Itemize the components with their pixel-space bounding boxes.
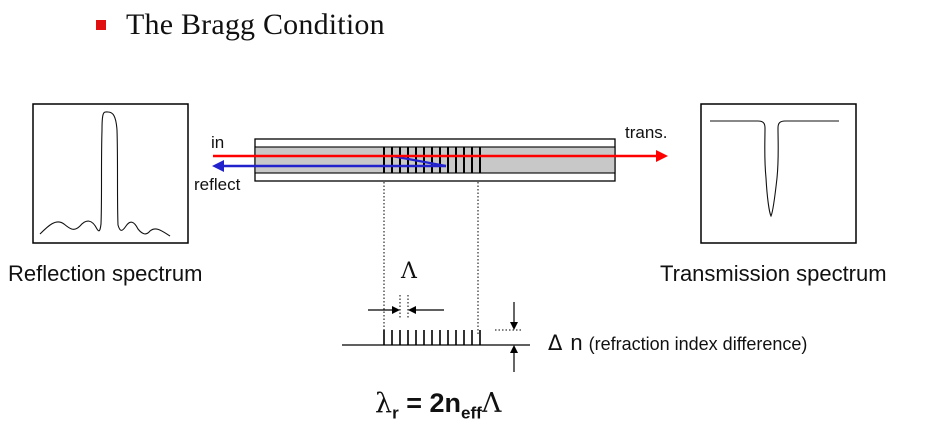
reflection-peak-curve	[39, 111, 171, 237]
arrow-right-icon	[392, 306, 400, 314]
slide-title: The Bragg Condition	[126, 8, 385, 41]
reflection-plot-frame	[32, 103, 189, 244]
bragg-formula: λr = 2neffΛ	[375, 388, 501, 423]
delta-n-marker	[495, 302, 522, 372]
transmitted-arrowhead-icon	[656, 150, 668, 162]
formula-equals-2n: = 2n	[398, 388, 462, 418]
label-transmission-spectrum: Transmission spectrum	[660, 261, 887, 286]
delta-n-variable: n	[570, 330, 583, 355]
label-reflection-spectrum: Reflection spectrum	[8, 261, 202, 286]
incident-ray	[213, 150, 668, 162]
optical-fiber	[254, 138, 616, 182]
reflection-spectrum-plot	[32, 103, 189, 244]
bullet-icon	[96, 20, 106, 30]
arrow-left-icon	[408, 306, 416, 314]
formula-n-subscript: eff	[461, 403, 482, 423]
transmission-spectrum-plot	[700, 103, 857, 244]
formula-lambda: λ	[375, 388, 393, 419]
label-trans: trans.	[625, 123, 668, 142]
formula-lambda-subscript: r	[392, 403, 399, 423]
reflected-arrowhead-icon	[212, 160, 224, 172]
formula-period: Λ	[481, 388, 502, 419]
index-profile	[342, 330, 530, 346]
arrow-down-icon	[510, 322, 518, 330]
period-marker	[368, 295, 444, 318]
fiber-core	[254, 146, 616, 174]
label-reflect: reflect	[194, 175, 241, 194]
transmission-dip-curve	[710, 120, 839, 218]
index-teeth	[383, 330, 481, 345]
delta-n-description: (refraction index difference)	[588, 334, 808, 354]
projection-lines	[383, 182, 479, 335]
reflected-ray	[212, 154, 447, 172]
delta-symbol: Δ	[548, 331, 563, 355]
label-in: in	[211, 133, 224, 152]
period-symbol: Λ	[401, 259, 417, 284]
slide-title-row: The Bragg Condition	[96, 5, 385, 45]
arrow-up-icon	[510, 345, 518, 353]
